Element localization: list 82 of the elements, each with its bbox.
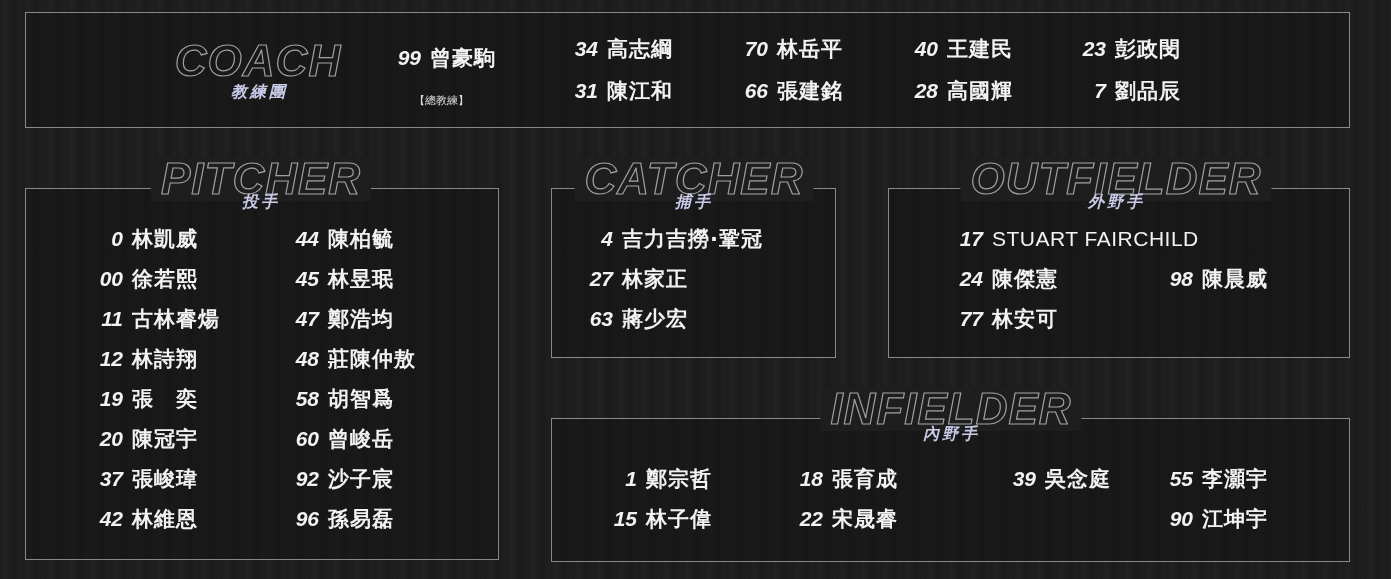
player-name: 陳晨威 [1202, 266, 1268, 293]
jersey-number: 12 [98, 347, 123, 371]
jersey-number: 7 [1093, 79, 1106, 103]
section-heading: COACH [173, 39, 343, 83]
player-name: 張建銘 [777, 78, 843, 105]
player-name: 曾峻岳 [328, 426, 394, 453]
section-subheading: 教練團 [230, 83, 288, 101]
player-name: 劉品辰 [1115, 78, 1181, 105]
player-name: 曾豪駒 [430, 45, 496, 72]
jersey-number: 22 [798, 507, 823, 531]
jersey-number: 48 [294, 347, 319, 371]
jersey-number: 58 [294, 387, 319, 411]
jersey-number: 98 [1168, 267, 1193, 291]
jersey-number: 37 [98, 467, 123, 491]
jersey-number: 55 [1168, 467, 1193, 491]
player-name: 張 奕 [132, 386, 198, 413]
player-name: 吳念庭 [1045, 466, 1111, 493]
player-name: 張峻瑋 [132, 466, 198, 493]
jersey-number: 17 [958, 227, 983, 251]
jersey-number: 60 [294, 427, 319, 451]
player-name: 古林睿煬 [132, 306, 220, 333]
player-name: 張育成 [832, 466, 898, 493]
player-name: 胡智爲 [328, 386, 394, 413]
player-name: 陳柏毓 [328, 226, 394, 253]
player-name: 林岳平 [777, 36, 843, 63]
jersey-number: 90 [1168, 507, 1193, 531]
jersey-number: 47 [294, 307, 319, 331]
jersey-number: 39 [1011, 467, 1036, 491]
jersey-number: 27 [588, 267, 613, 291]
jersey-number: 70 [743, 37, 768, 61]
player-name: 林家正 [622, 266, 688, 293]
jersey-number: 40 [913, 37, 938, 61]
player-name: 李灝宇 [1202, 466, 1268, 493]
jersey-number: 15 [612, 507, 637, 531]
player-name: 林凱威 [132, 226, 198, 253]
player-name: 彭政閔 [1115, 36, 1181, 63]
player-name: 宋晟睿 [832, 506, 898, 533]
player-name: 陳傑憲 [992, 266, 1058, 293]
player-name: 高志綱 [607, 36, 673, 63]
jersey-number: 99 [396, 46, 421, 70]
jersey-number: 28 [913, 79, 938, 103]
player-name: 孫易磊 [328, 506, 394, 533]
player-name: 林昱珉 [328, 266, 394, 293]
jersey-number: 18 [798, 467, 823, 491]
player-name: 林詩翔 [132, 346, 198, 373]
jersey-number: 44 [294, 227, 319, 251]
jersey-number: 24 [958, 267, 983, 291]
player-name: 王建民 [947, 36, 1013, 63]
player-name: 莊陳仲敖 [328, 346, 416, 373]
jersey-number: 42 [98, 507, 123, 531]
jersey-number: 0 [110, 227, 123, 251]
jersey-number: 77 [958, 307, 983, 331]
player-name: STUART FAIRCHILD [992, 227, 1199, 251]
jersey-number: 92 [294, 467, 319, 491]
jersey-number: 1 [624, 467, 637, 491]
jersey-number: 19 [98, 387, 123, 411]
role-note: 【總教練】 [413, 93, 469, 108]
jersey-number: 96 [294, 507, 319, 531]
player-name: 陳冠宇 [132, 426, 198, 453]
player-name: 林維恩 [132, 506, 198, 533]
player-name: 陳江和 [607, 78, 673, 105]
player-name: 徐若熙 [132, 266, 198, 293]
player-name: 鄭宗哲 [646, 466, 712, 493]
player-name: 蔣少宏 [622, 306, 688, 333]
jersey-number: 20 [98, 427, 123, 451]
jersey-number: 45 [294, 267, 319, 291]
jersey-number: 63 [588, 307, 613, 331]
player-name: 沙子宸 [328, 466, 394, 493]
jersey-number: 23 [1081, 37, 1106, 61]
jersey-number: 4 [600, 227, 613, 251]
player-name: 江坤宇 [1202, 506, 1268, 533]
jersey-number: 34 [573, 37, 598, 61]
player-name: 林安可 [992, 306, 1058, 333]
player-name: 鄭浩均 [328, 306, 394, 333]
jersey-number: 00 [98, 267, 123, 291]
player-name: 林子偉 [646, 506, 712, 533]
jersey-number: 66 [743, 79, 768, 103]
player-name: 高國輝 [947, 78, 1013, 105]
roster-panel [25, 12, 1350, 128]
player-name: 吉力吉撈·鞏冠 [622, 226, 763, 253]
jersey-number: 11 [100, 307, 123, 331]
jersey-number: 31 [573, 79, 598, 103]
